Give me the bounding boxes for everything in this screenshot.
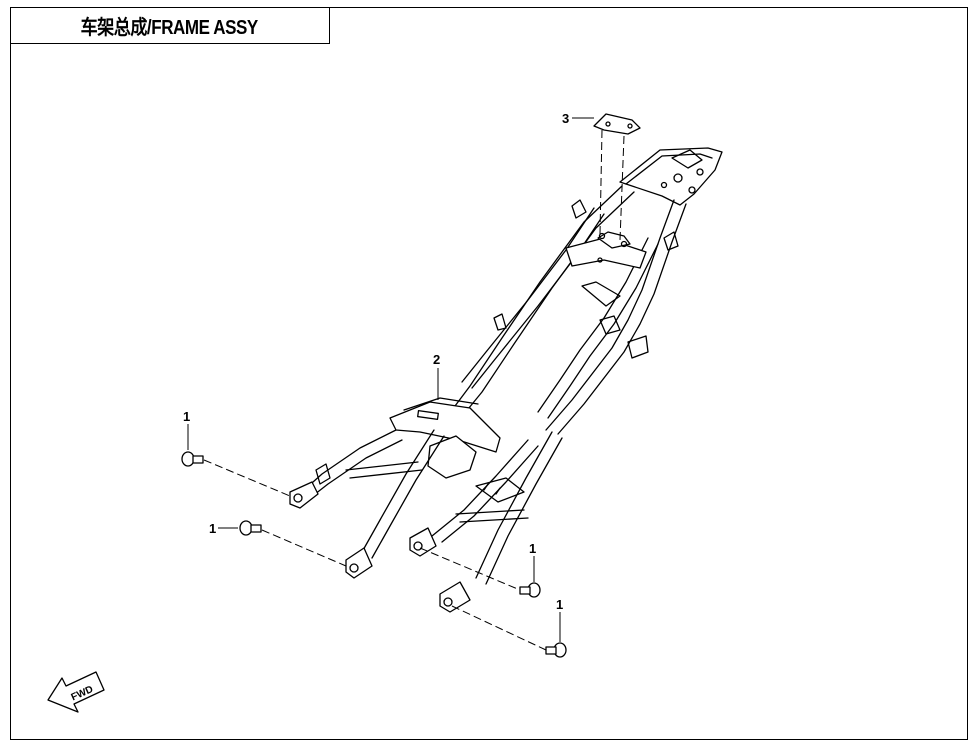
front-tube-4 bbox=[475, 431, 563, 585]
front-tube-2 bbox=[361, 429, 445, 559]
bolt-d bbox=[545, 642, 567, 658]
callout-1-d: 1 bbox=[556, 597, 563, 612]
front-cross-member bbox=[389, 397, 525, 503]
tab bbox=[663, 231, 679, 251]
upper-rail-right bbox=[545, 199, 687, 435]
center-cross-plate bbox=[565, 231, 647, 335]
callout-1-b: 1 bbox=[209, 521, 216, 536]
mount-lug-3 bbox=[409, 527, 437, 557]
bolt-c bbox=[519, 582, 541, 598]
rear-mount-plate bbox=[619, 147, 723, 206]
drawing-border bbox=[10, 7, 968, 740]
callout-2: 2 bbox=[433, 352, 440, 367]
assembly-lines bbox=[203, 129, 625, 651]
lower-rail-right bbox=[537, 237, 659, 419]
cross-bar bbox=[455, 509, 525, 515]
tab bbox=[571, 199, 587, 219]
mount-lug-2 bbox=[345, 547, 373, 579]
bolt-b bbox=[239, 520, 262, 536]
tab bbox=[493, 313, 507, 331]
bolt-a bbox=[181, 451, 204, 467]
callout-3: 3 bbox=[562, 111, 569, 126]
front-tube-1 bbox=[303, 429, 403, 499]
callout-1-a: 1 bbox=[183, 409, 190, 424]
page-title: 车架总成/FRAME ASSY bbox=[80, 16, 259, 39]
fwd-arrow-icon: FWD bbox=[47, 671, 105, 713]
upper-rail-left bbox=[451, 185, 635, 415]
lower-rail-left bbox=[461, 207, 605, 389]
top-bracket bbox=[593, 113, 641, 135]
front-tube-3 bbox=[431, 439, 539, 543]
leader-lines bbox=[187, 117, 594, 642]
cross-bar bbox=[349, 469, 423, 479]
cross-bar bbox=[459, 517, 529, 523]
mount-lug-1 bbox=[289, 463, 331, 509]
mount-lug-4 bbox=[439, 581, 471, 613]
title-block: 车架总成/FRAME ASSY bbox=[10, 7, 330, 44]
tab bbox=[627, 335, 649, 359]
callout-1-c: 1 bbox=[529, 541, 536, 556]
cross-bar bbox=[345, 461, 419, 471]
